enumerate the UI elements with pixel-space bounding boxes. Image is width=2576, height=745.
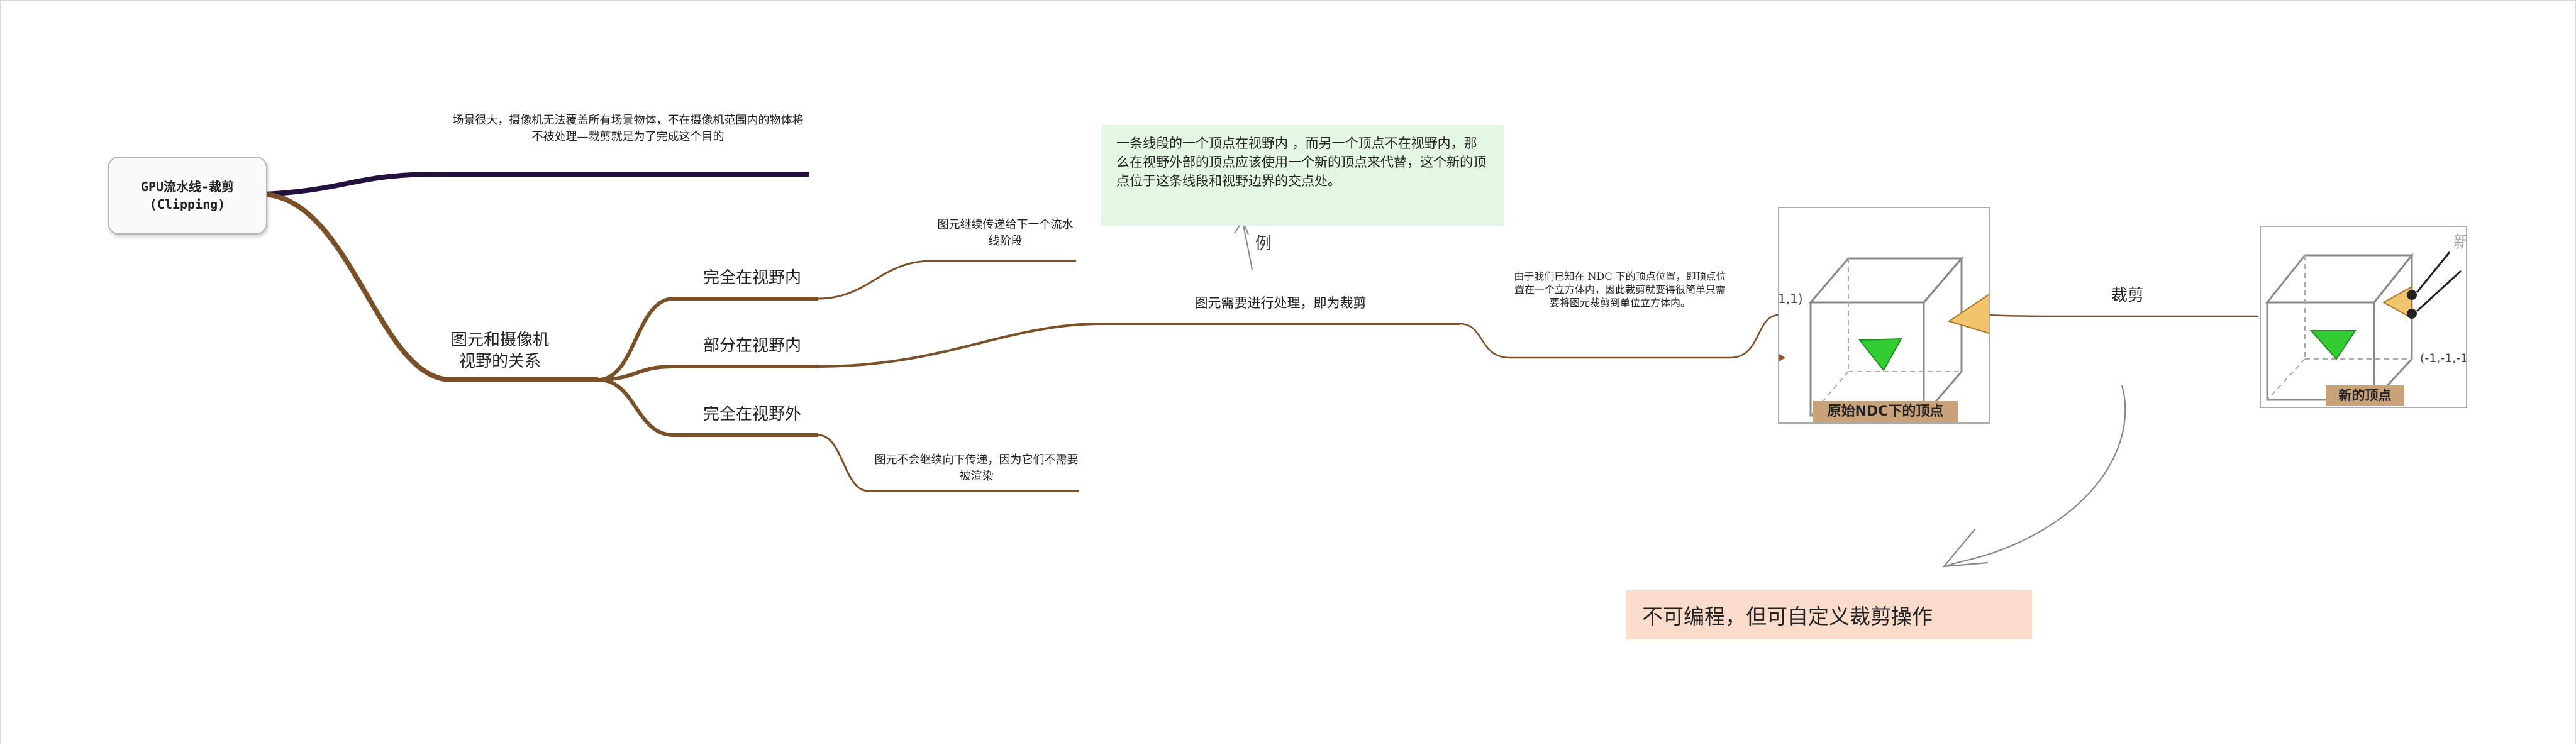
branch-relation-line — [264, 192, 598, 382]
fully-inside-node[interactable]: 完全在视野内 — [702, 268, 801, 287]
ndc-note-line — [1459, 314, 1780, 359]
example-label: 例 — [1255, 235, 1272, 253]
green-triangle — [1858, 338, 1902, 372]
green-triangle-clipped — [2309, 330, 2357, 360]
yellow-triangle-clipped — [2382, 285, 2412, 319]
clipped-axis-text: (-1,-1,-1 — [2420, 351, 2467, 365]
root-node[interactable]: GPU流水线-裁剪 (Clipping) — [108, 157, 267, 235]
callout-arrow — [1945, 385, 2126, 568]
partially-note[interactable]: 图元需要进行处理，即为裁剪 — [1194, 295, 1367, 311]
partially-note-line — [818, 323, 1460, 368]
fully-outside-node[interactable]: 完全在视野外 — [702, 405, 801, 424]
branch-fully-inside-line — [597, 297, 818, 382]
branch-fully-outside-line — [597, 378, 818, 437]
partially-node[interactable]: 部分在视野内 — [702, 336, 801, 355]
clip-line — [1987, 314, 2258, 317]
ndc-axis-text: 1,1) — [1778, 291, 1803, 306]
ndc-note[interactable]: 由于我们已知在 NDC 下的顶点位置，即顶点位置在一个立方体内，因此裁剪就变得很… — [1514, 270, 1726, 309]
clipped-image[interactable]: (-1,-1,-1 新 新的顶点 — [2260, 226, 2467, 408]
fully-inside-note-line — [818, 260, 1076, 300]
example-note[interactable]: 一条线段的一个顶点在视野内 ，而另一个顶点不在视野内，那么在视野外部的顶点应该使… — [1101, 125, 1504, 226]
clip-label[interactable]: 裁剪 — [2111, 286, 2144, 305]
branch-scene-line — [264, 172, 809, 197]
callout-note[interactable]: 不可编程，但可自定义裁剪操作 — [1626, 590, 2032, 639]
clipped-corner-text: 新 — [2453, 229, 2466, 253]
fully-inside-note[interactable]: 图元继续传递给下一个流水线阶段 — [937, 218, 1074, 248]
fully-outside-note-line — [818, 434, 1079, 492]
fully-outside-note[interactable]: 图元不会继续向下传递，因为它们不需要被渲染 — [874, 453, 1079, 483]
clipped-cube-drawing — [2265, 251, 2462, 402]
original-caption: 原始NDC下的顶点 — [1813, 401, 1958, 422]
clipped-caption: 新的顶点 — [2326, 385, 2404, 406]
yellow-triangle — [1947, 294, 1989, 334]
branch-partially-line — [597, 365, 818, 382]
scene-note[interactable]: 场景很大，摄像机无法覆盖所有场景物体，不在摄像机范围内的物体将不被处理—裁剪就是… — [452, 114, 804, 143]
relation-node[interactable]: 图元和摄像机视野的关系 — [450, 331, 549, 371]
original-ndc-image[interactable]: 1,1) 原始NDC下的顶点 — [1778, 207, 1990, 424]
ndc-cube-drawing — [1779, 255, 1989, 419]
example-arrow — [1242, 221, 1253, 270]
